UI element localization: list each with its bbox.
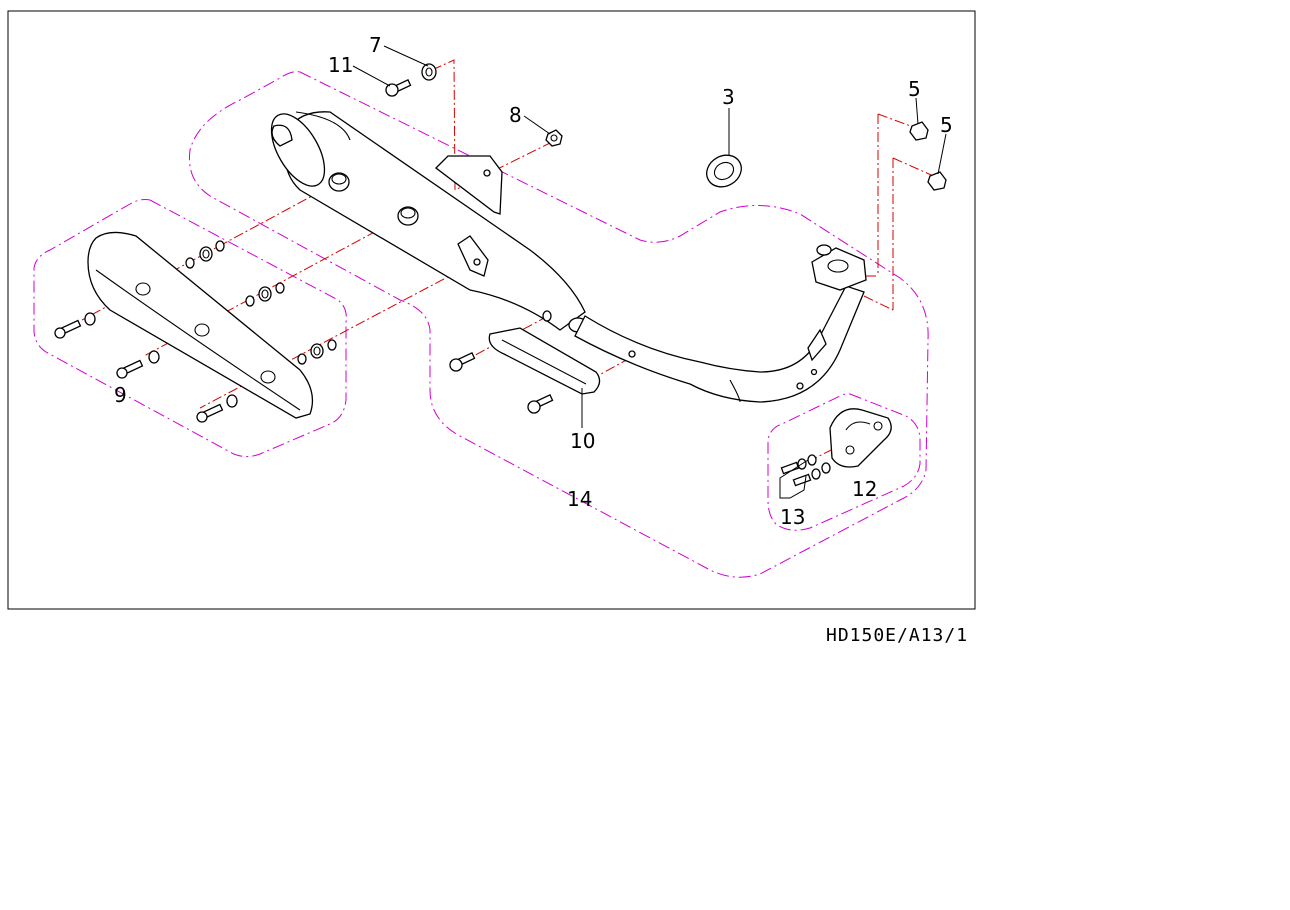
- callout-7: 7: [369, 33, 382, 57]
- group-outline-9: [33, 199, 347, 458]
- group-outline-12: [767, 393, 921, 531]
- drawing-code: HD150E/A13/1: [826, 625, 968, 646]
- muffler-assembly: [270, 111, 867, 403]
- callout-10: 10: [570, 429, 595, 453]
- group-outline-14: [188, 71, 929, 578]
- drawing-frame: [7, 10, 976, 610]
- callout-13: 13: [780, 505, 805, 529]
- heat-shield: [87, 231, 314, 419]
- shield-hardware: [84, 240, 337, 408]
- leader-lines: [352, 45, 947, 499]
- callout-11: 11: [328, 53, 353, 77]
- shield-bolts: [54, 319, 224, 423]
- callout-8: 8: [509, 103, 522, 127]
- callout-9: 9: [114, 383, 127, 407]
- callout-5-lower: 5: [940, 113, 953, 137]
- callout-3: 3: [722, 85, 735, 109]
- flange-guard: [829, 408, 892, 468]
- callout-14: 14: [567, 487, 592, 511]
- muffler-strap: [449, 310, 601, 414]
- callout-12: 12: [852, 477, 877, 501]
- callout-5-upper: 5: [908, 77, 921, 101]
- guard-screws: [780, 454, 831, 487]
